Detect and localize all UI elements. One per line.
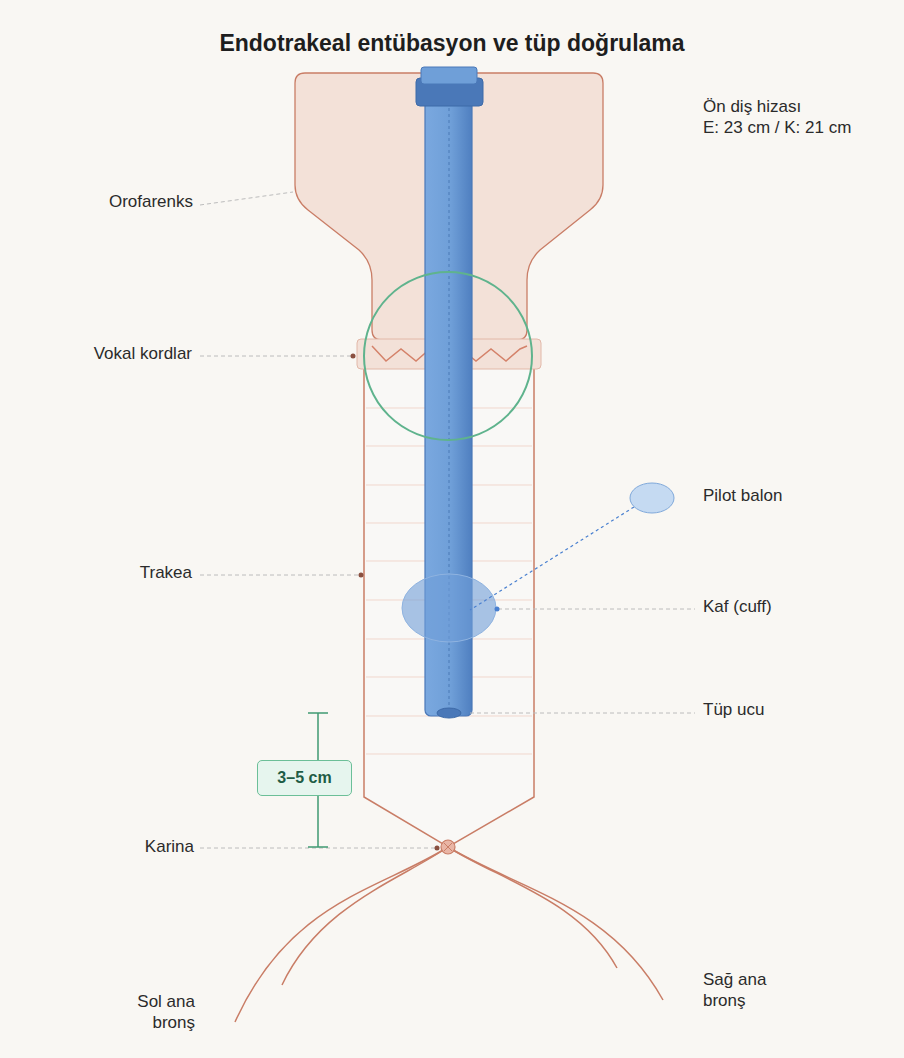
pilot-line: [470, 507, 634, 610]
leader-line: [200, 848, 436, 849]
bracket-cap: [308, 712, 328, 714]
leader-line: [200, 356, 352, 357]
part-label: Vokal kordlar: [42, 343, 192, 364]
pilot-balloon: [630, 483, 674, 513]
leader-dot: [351, 354, 356, 359]
carina-marker: [441, 840, 455, 854]
leader-lines: [200, 192, 695, 848]
part-label: Orofarenks: [43, 191, 193, 212]
part-label: Kaf (cuff): [703, 596, 853, 617]
bronchi: [235, 847, 663, 1022]
part-label: Sol ana bronş: [121, 991, 195, 1033]
leader-dot: [435, 846, 440, 851]
part-label: Sağ ana bronş: [703, 969, 777, 1011]
dimension-value: 3–5 cm: [277, 769, 331, 787]
vocal-cord-view-circle: [364, 272, 532, 440]
dimension-box: 3–5 cm: [257, 760, 352, 796]
left-bronchus-outer: [235, 847, 448, 1022]
leader-line: [470, 713, 695, 714]
part-label: Trakea: [42, 562, 192, 583]
trachea-ring: [366, 754, 532, 755]
part-label: Tüp ucu: [703, 699, 853, 720]
leader-line: [498, 609, 695, 610]
right-bronchus-inner: [448, 847, 617, 968]
leader-dot: [495, 607, 500, 612]
part-label: Karina: [44, 836, 194, 857]
leader-dot: [359, 573, 364, 578]
leader-line: [200, 192, 293, 205]
leader-line: [200, 575, 360, 576]
left-bronchus-inner: [282, 847, 448, 985]
carina-cross: [444, 843, 452, 851]
cuff: [402, 574, 496, 642]
part-label: Pilot balon: [703, 485, 853, 506]
right-bronchus-outer: [448, 847, 663, 1000]
part-label: Ön diş hizası: [703, 96, 893, 117]
part-label: E: 23 cm / K: 21 cm: [703, 117, 893, 138]
tube-tip: [437, 708, 461, 718]
tube-connector-cap: [421, 67, 477, 84]
bracket-cap: [308, 846, 328, 848]
diagram-title: Endotrakeal entübasyon ve tüp doğrulama: [0, 30, 904, 57]
